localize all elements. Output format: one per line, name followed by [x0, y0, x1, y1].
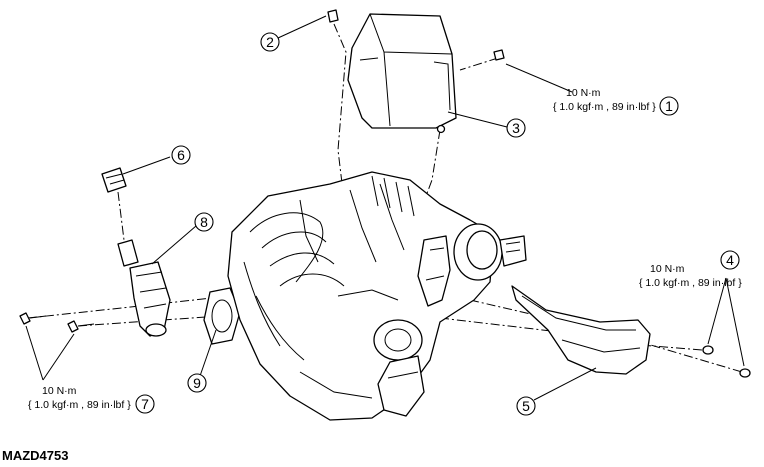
svg-text:6: 6 [177, 147, 185, 163]
torque-spec-item-4: 10 N·m { 1.0 kgf·m , 89 in·lbf } [639, 263, 742, 289]
connector-part-6 [101, 167, 127, 193]
callout-4: 4 [720, 250, 740, 270]
svg-text:3: 3 [512, 120, 520, 136]
callout-5: 5 [516, 396, 536, 416]
bolt-part-2 [327, 9, 339, 23]
leader-lines [25, 15, 745, 401]
svg-text:10 N·m: 10 N·m [42, 385, 77, 397]
svg-text:5: 5 [522, 398, 530, 414]
callout-2: 2 [260, 32, 280, 52]
svg-text:7: 7 [141, 396, 149, 412]
svg-text:{ 1.0 kgf·m , 89 in·lbf }: { 1.0 kgf·m , 89 in·lbf } [28, 399, 131, 411]
bolts-part-7 [19, 312, 95, 333]
svg-text:9: 9 [193, 375, 201, 391]
svg-text:1: 1 [665, 98, 673, 114]
lower-valve-assembly [373, 319, 425, 417]
callout-1: 1 [659, 96, 679, 116]
intake-manifold [227, 171, 495, 421]
engine-cover-part-3 [347, 13, 457, 129]
bolt-cover-right [493, 49, 505, 61]
svg-text:8: 8 [200, 214, 208, 230]
svg-text:{ 1.0 kgf·m , 89 in·lbf }: { 1.0 kgf·m , 89 in·lbf } [639, 277, 742, 289]
callout-7: 7 [135, 394, 155, 414]
bolt-cover-bottom [436, 124, 446, 134]
torque-spec-item-7: 10 N·m { 1.0 kgf·m , 89 in·lbf } [28, 385, 131, 411]
callout-9: 9 [187, 373, 207, 393]
callout-8: 8 [194, 212, 214, 232]
svg-text:2: 2 [266, 34, 274, 50]
callout-6: 6 [171, 145, 191, 165]
svg-text:4: 4 [726, 252, 734, 268]
svg-text:{ 1.0 kgf·m , 89 in·lbf }: { 1.0 kgf·m , 89 in·lbf } [553, 101, 656, 113]
svg-text:10 N·m: 10 N·m [566, 87, 601, 99]
actuator-part-8 [117, 239, 171, 337]
throttle-body [453, 223, 527, 281]
gasket-part-9 [203, 287, 241, 345]
figure-id: MAZD4753 [2, 448, 68, 463]
callout-3: 3 [506, 118, 526, 138]
heat-shield-part-5 [511, 285, 651, 375]
manifold-bracket [417, 235, 451, 307]
svg-text:10 N·m: 10 N·m [650, 263, 685, 275]
bolts-part-4 [702, 345, 751, 378]
torque-spec-item-1: 10 N·m { 1.0 kgf·m , 89 in·lbf } [553, 87, 656, 113]
